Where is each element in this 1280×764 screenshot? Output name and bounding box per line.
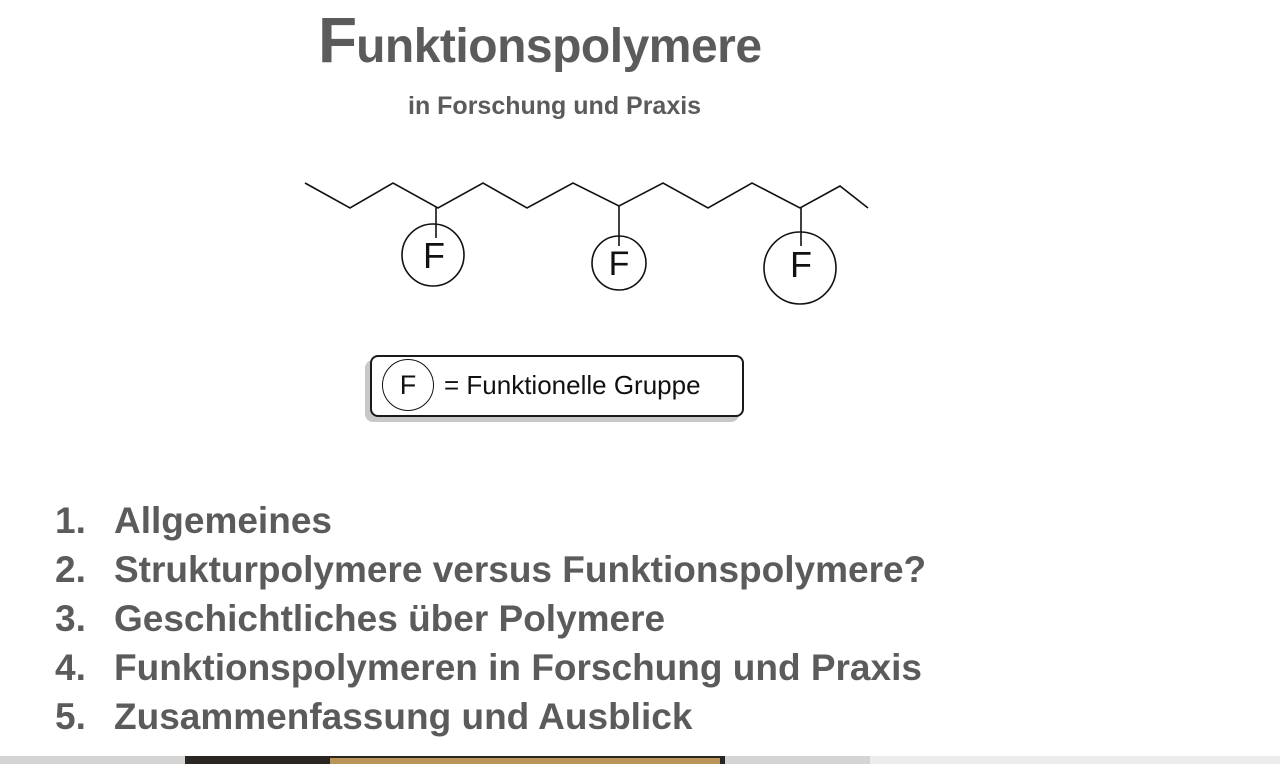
polymer-structure-diagram: F F F [304, 182, 869, 305]
legend-text: = Funktionelle Gruppe [444, 370, 701, 400]
agenda-item: 3. Geschichtliches über Polymere [55, 598, 926, 647]
agenda-item-number: 5. [55, 696, 86, 737]
window-edge-strip [0, 756, 1280, 764]
legend-box: F = Funktionelle Gruppe [370, 355, 744, 417]
agenda-item-text: Geschichtliches über Polymere [114, 598, 666, 639]
functional-group-label: F [790, 244, 812, 285]
agenda-item: 2. Strukturpolymere versus Funktionspoly… [55, 549, 926, 598]
agenda-item: 4. Funktionspolymeren in Forschung und P… [55, 647, 926, 696]
functional-group-label: F [609, 245, 630, 283]
slide-title: Funktionspolymere [318, 8, 762, 72]
functional-group-2: F [591, 235, 647, 291]
agenda-item-text: Zusammenfassung und Ausblick [114, 696, 693, 737]
agenda-item-text: Funktionspolymeren in Forschung und Prax… [114, 647, 922, 688]
agenda-item-number: 2. [55, 549, 86, 590]
functional-group-3: F [763, 231, 837, 305]
slide-subtitle: in Forschung und Praxis [408, 92, 702, 120]
agenda-item-number: 1. [55, 500, 86, 541]
agenda-item-number: 3. [55, 598, 86, 639]
agenda-item-text: Allgemeines [114, 500, 332, 541]
agenda-item-number: 4. [55, 647, 86, 688]
legend-symbol: F [382, 359, 434, 411]
functional-group-label: F [423, 235, 445, 276]
title-rest: unktionspolymere [356, 20, 762, 73]
agenda-item: 5. Zusammenfassung und Ausblick [55, 696, 926, 745]
agenda-item-text: Strukturpolymere versus Funktionspolymer… [114, 549, 927, 590]
functional-group-1: F [401, 223, 465, 287]
agenda-item: 1. Allgemeines [55, 500, 926, 549]
title-initial: F [318, 4, 357, 76]
agenda-list: 1. Allgemeines 2. Strukturpolymere versu… [55, 500, 926, 745]
polymer-backbone [304, 182, 869, 209]
